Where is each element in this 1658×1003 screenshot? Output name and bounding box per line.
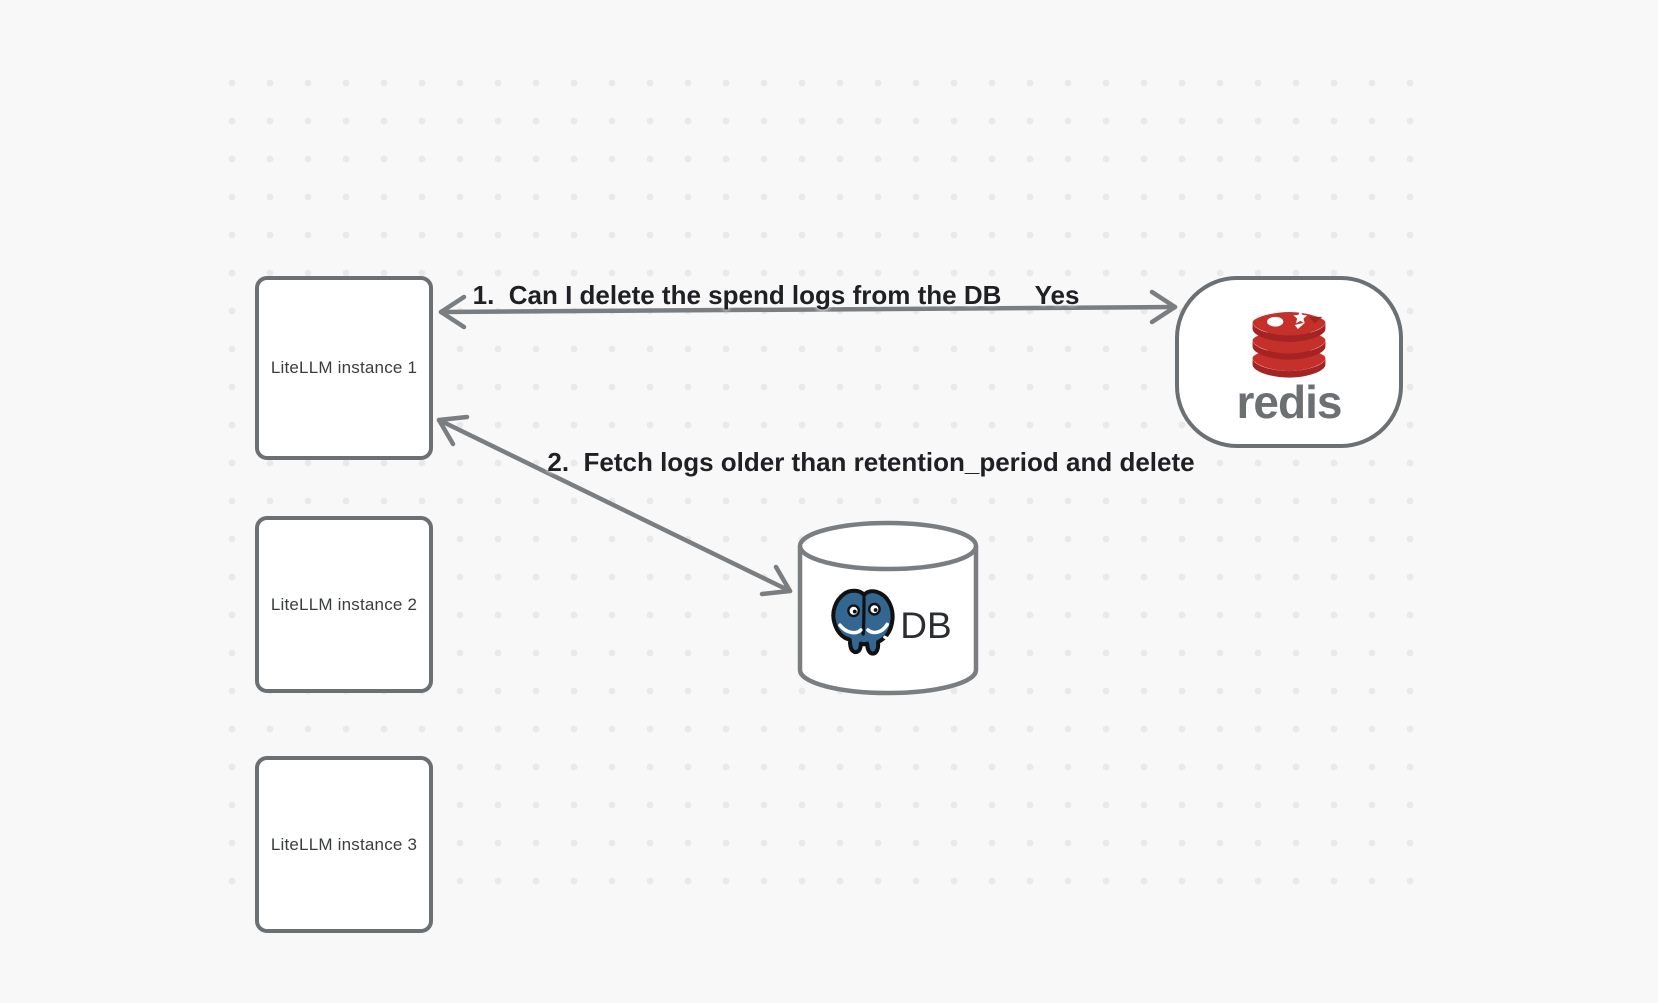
arrow1-answer-label[interactable]: Yes (1034, 280, 1080, 310)
redis-wordmark: redis (1236, 376, 1343, 428)
arrow1-label[interactable]: 1. Can I delete the spend logs from the … (472, 280, 1002, 310)
node-label: LiteLLM instance 2 (270, 594, 418, 614)
arrow2-label[interactable]: 2. Fetch logs older than retention_perio… (547, 447, 1195, 477)
node-litellm-instance-2[interactable]: LiteLLM instance 2 (255, 516, 433, 693)
node-redis[interactable]: redis (1175, 276, 1403, 448)
node-label: LiteLLM instance 1 (270, 358, 418, 377)
node-label: LiteLLM instance 3 (270, 834, 418, 854)
node-litellm-instance-1[interactable]: LiteLLM instance 1 (255, 276, 433, 460)
db-label: DB (900, 605, 952, 646)
node-litellm-instance-3[interactable]: LiteLLM instance 3 (255, 756, 433, 933)
redis-logo-icon (1252, 312, 1326, 378)
node-db[interactable]: DB (795, 519, 981, 699)
postgresql-logo-icon (831, 588, 895, 656)
